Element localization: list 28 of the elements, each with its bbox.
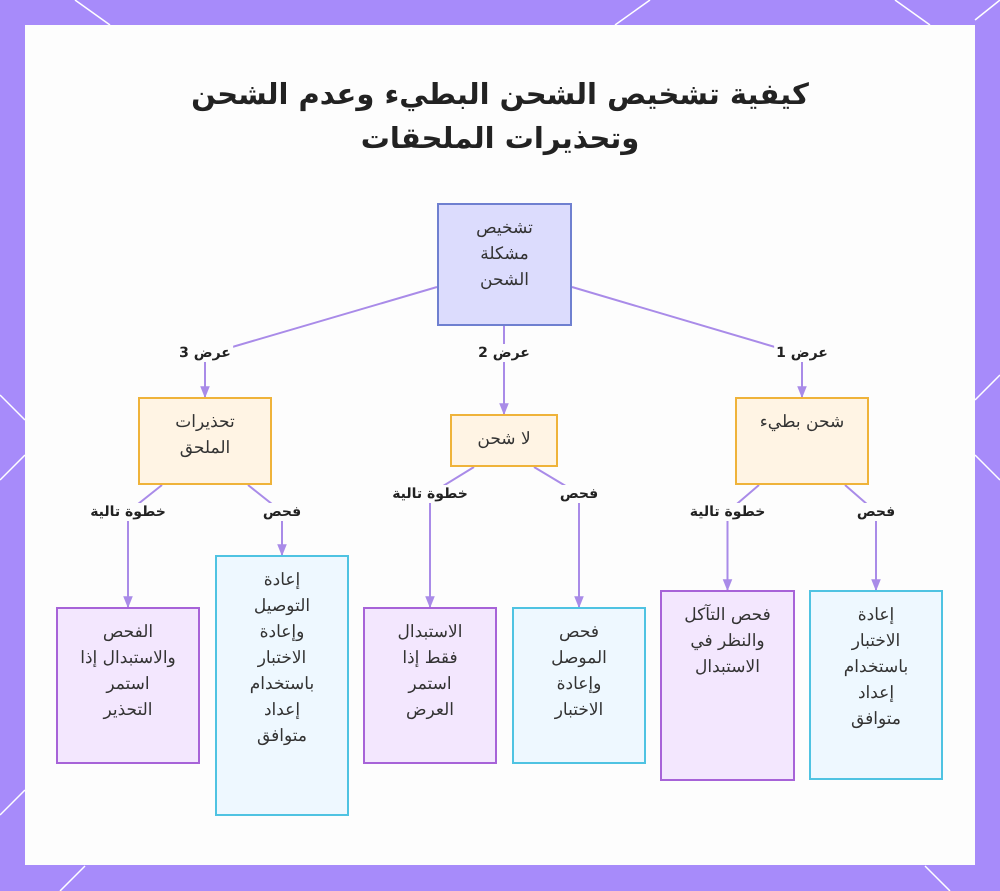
process-box (512, 607, 646, 764)
node-label: الفحص والاستبدال إذا استمر التحذير (80, 621, 176, 722)
edge-label: خطوة تالية (390, 485, 470, 503)
process-box (56, 607, 200, 764)
process-box (138, 397, 272, 485)
edge-label: فحص (260, 503, 304, 521)
process-box (437, 203, 572, 326)
node-label: شحن بطيء (760, 411, 844, 434)
node-label: تحذيرات الملحق (174, 411, 236, 460)
node-label: فحص التآكل والنظر في الاستبدال (684, 603, 771, 679)
process-box (735, 397, 869, 485)
node-label: إعادة الاختبار باستخدام إعداد متوافق (842, 604, 910, 731)
node-label: فحص الموصل وإعادة الاختبار (550, 621, 608, 722)
process-box (660, 590, 795, 781)
edge-label: عرض 3 (177, 344, 233, 362)
edge-label: خطوة تالية (88, 503, 168, 521)
process-box (809, 590, 943, 780)
node-label: إعادة التوصيل وإعادة الاختبار باستخدام إعداد متوافق (248, 569, 316, 748)
process-box (363, 607, 497, 764)
node-label: تشخيص مشكلة الشحن (475, 217, 534, 292)
edge-label: خطوة تالية (688, 503, 768, 521)
edge-label: فحص (558, 485, 600, 503)
edge-label: فحص (854, 503, 898, 521)
process-box (450, 414, 558, 467)
node-label: لا شحن (477, 428, 531, 451)
process-box (215, 555, 349, 816)
diagram-title: كيفية تشخيص الشحن البطيء وعدم الشحن وتحذيرات الملحقات (190, 76, 810, 158)
node-label: الاستبدال فقط إذا استمر العرض (396, 621, 464, 722)
